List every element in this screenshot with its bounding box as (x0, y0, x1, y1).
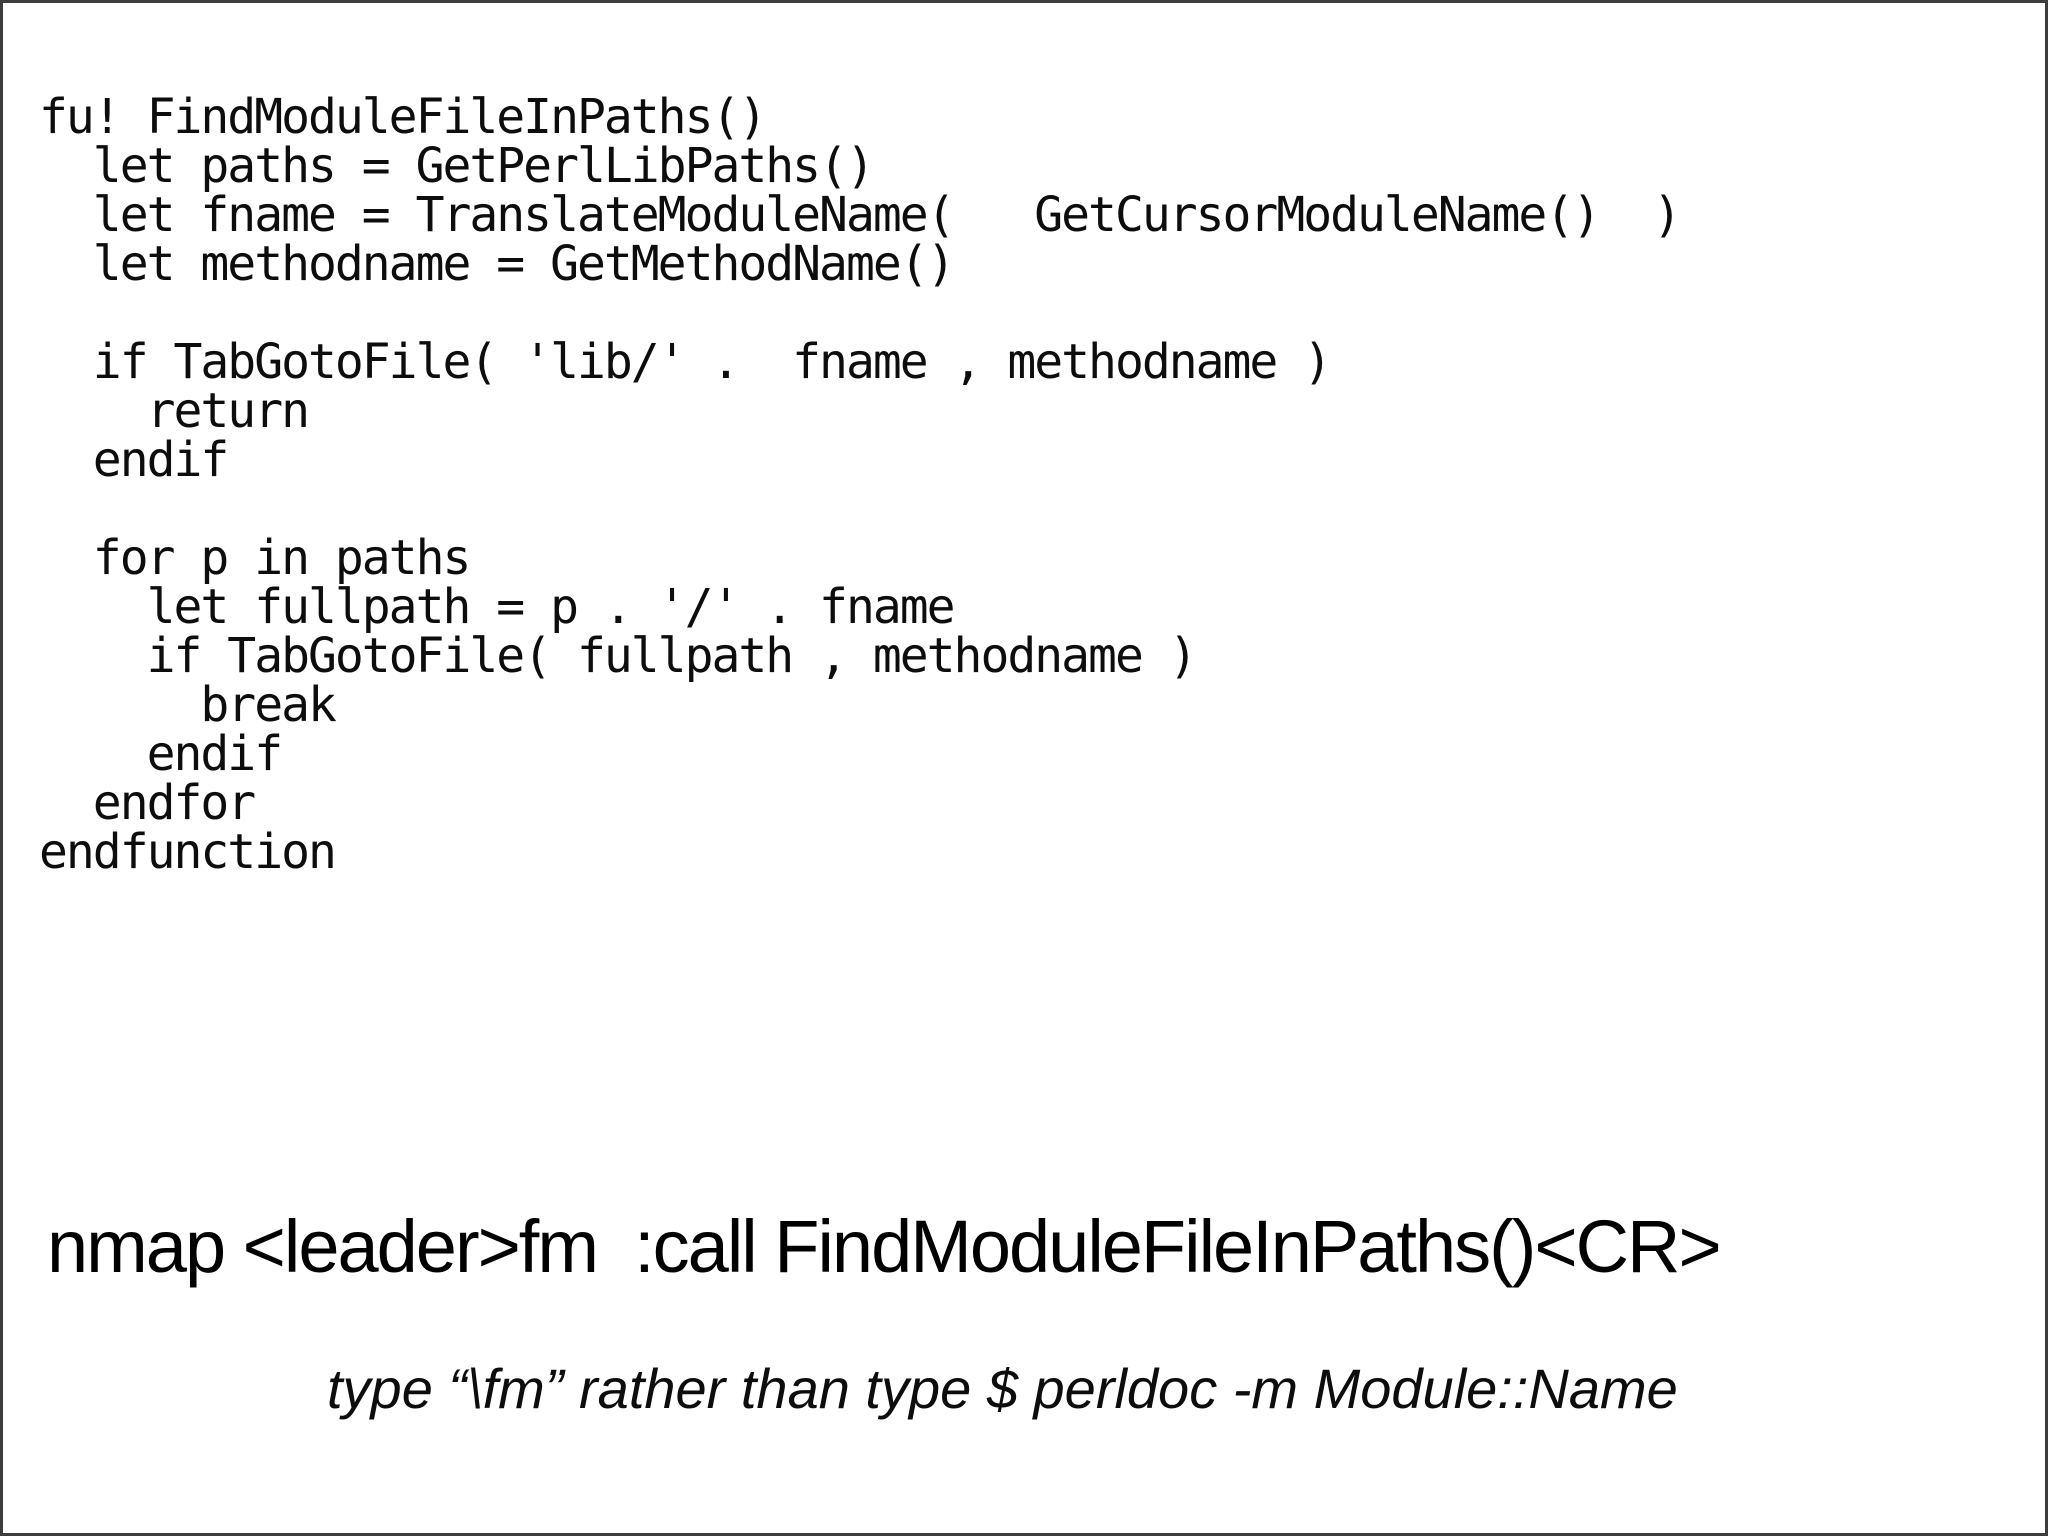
code-line: fu! FindModuleFileInPaths() (39, 89, 767, 145)
caption-text: type “\fm” rather than type $ perldoc -m… (327, 1357, 1678, 1420)
code-line: if TabGotoFile( 'lib/' . fname , methodn… (39, 334, 1332, 390)
code-line: let paths = GetPerlLibPaths() (39, 138, 875, 194)
code-line: return (39, 383, 310, 439)
nmap-mapping-text: nmap <leader>fm :call FindModuleFileInPa… (47, 1205, 1722, 1288)
code-line: let fullpath = p . '/' . fname (39, 579, 956, 635)
code-line: endif (39, 432, 229, 488)
code-line-blank (39, 289, 1680, 338)
vimscript-code-block: fu! FindModuleFileInPaths() let paths = … (39, 89, 1682, 880)
code-line: endif (39, 726, 283, 782)
code-line: endfor (39, 775, 256, 831)
code-line: for p in paths (39, 530, 472, 586)
code-line: if TabGotoFile( fullpath , methodname ) (39, 628, 1198, 684)
code-line: let methodname = GetMethodName() (39, 236, 956, 292)
code-line-blank (39, 485, 1680, 534)
code-line: endfunction (39, 824, 337, 880)
code-line: let fname = TranslateModuleName( GetCurs… (39, 187, 1682, 243)
code-line: break (39, 677, 336, 733)
